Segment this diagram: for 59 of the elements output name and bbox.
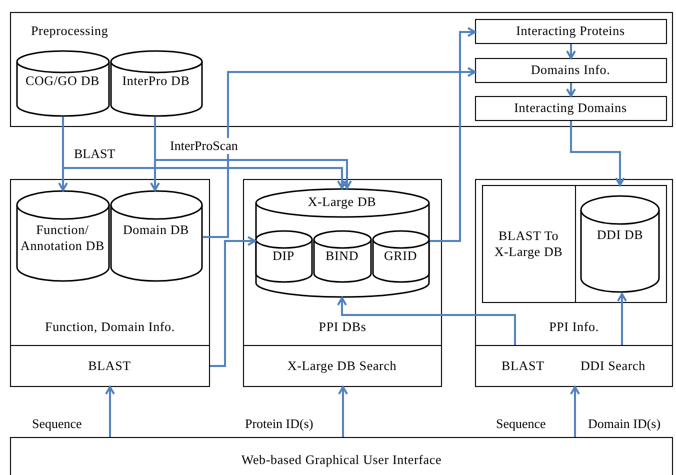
node-label: Function/ Annotation DB bbox=[20, 222, 106, 254]
connector-arrow bbox=[154, 117, 352, 189]
node-label: DDI DB bbox=[596, 227, 644, 243]
node-label: COG/GO DB bbox=[25, 72, 100, 89]
database-cylinder bbox=[254, 188, 430, 298]
connector-arrow bbox=[617, 293, 627, 345]
node-label: X-Large DB bbox=[308, 194, 376, 210]
connector-arrow bbox=[430, 27, 476, 242]
section-band bbox=[10, 437, 673, 475]
connector-arrow bbox=[566, 83, 576, 97]
connector-arrow bbox=[105, 386, 115, 437]
edge-label: Sequence bbox=[494, 416, 548, 432]
process-box bbox=[482, 184, 576, 302]
connector-arrow bbox=[337, 297, 516, 345]
annotation-label: Domain ID(s) bbox=[586, 416, 663, 432]
database-cylinder bbox=[580, 195, 660, 293]
process-box bbox=[474, 96, 666, 120]
node-label: Web-based Graphical User Interface bbox=[241, 452, 442, 468]
connector-arrow bbox=[203, 67, 476, 238]
node-label: BLAST bbox=[502, 358, 544, 374]
node-label: Interacting Proteins bbox=[516, 23, 625, 39]
database-cylinder bbox=[16, 190, 110, 282]
database-cylinder bbox=[110, 50, 202, 116]
node-label: Domains Info. bbox=[530, 62, 610, 78]
panel-title: PPI DBs bbox=[318, 319, 366, 335]
panel-box bbox=[10, 179, 210, 387]
edge-label: InterProScan bbox=[168, 138, 240, 154]
edge-label: Protein ID(s) bbox=[243, 416, 316, 432]
database-cylinder bbox=[312, 230, 372, 282]
panel-box bbox=[10, 12, 673, 127]
connector-arrow bbox=[566, 44, 576, 59]
connector-arrow bbox=[62, 117, 347, 189]
database-cylinder bbox=[110, 190, 202, 282]
node-label: BLAST To X-Large DB bbox=[493, 228, 564, 260]
database-cylinder bbox=[16, 50, 110, 116]
connector-arrow bbox=[570, 386, 580, 437]
connector-arrow bbox=[210, 236, 256, 367]
node-label: DDI Search bbox=[580, 358, 646, 374]
process-box bbox=[474, 18, 666, 44]
database-cylinder bbox=[254, 230, 312, 282]
process-box bbox=[474, 58, 666, 82]
connector-arrow bbox=[338, 386, 348, 437]
panel-box bbox=[475, 179, 673, 387]
node-label: Domain DB bbox=[122, 222, 190, 238]
panel-title: Function, Domain Info. bbox=[45, 319, 175, 335]
edge-label: Sequence bbox=[30, 416, 84, 432]
node-label: Interacting Domains bbox=[514, 100, 627, 116]
node-label: BIND bbox=[325, 248, 359, 264]
panel-title: Preprocessing bbox=[31, 23, 108, 39]
panel-title: PPI Info. bbox=[549, 319, 599, 335]
process-box bbox=[574, 184, 666, 302]
node-label: DIP bbox=[272, 248, 294, 264]
connector-arrow bbox=[570, 121, 625, 186]
node-label: InterPro DB bbox=[122, 72, 190, 89]
node-label: BLAST bbox=[88, 358, 131, 374]
node-label: GRID bbox=[384, 248, 418, 264]
panel-box bbox=[243, 179, 442, 387]
node-label: X-Large DB Search bbox=[287, 358, 397, 374]
database-cylinder bbox=[372, 230, 430, 282]
